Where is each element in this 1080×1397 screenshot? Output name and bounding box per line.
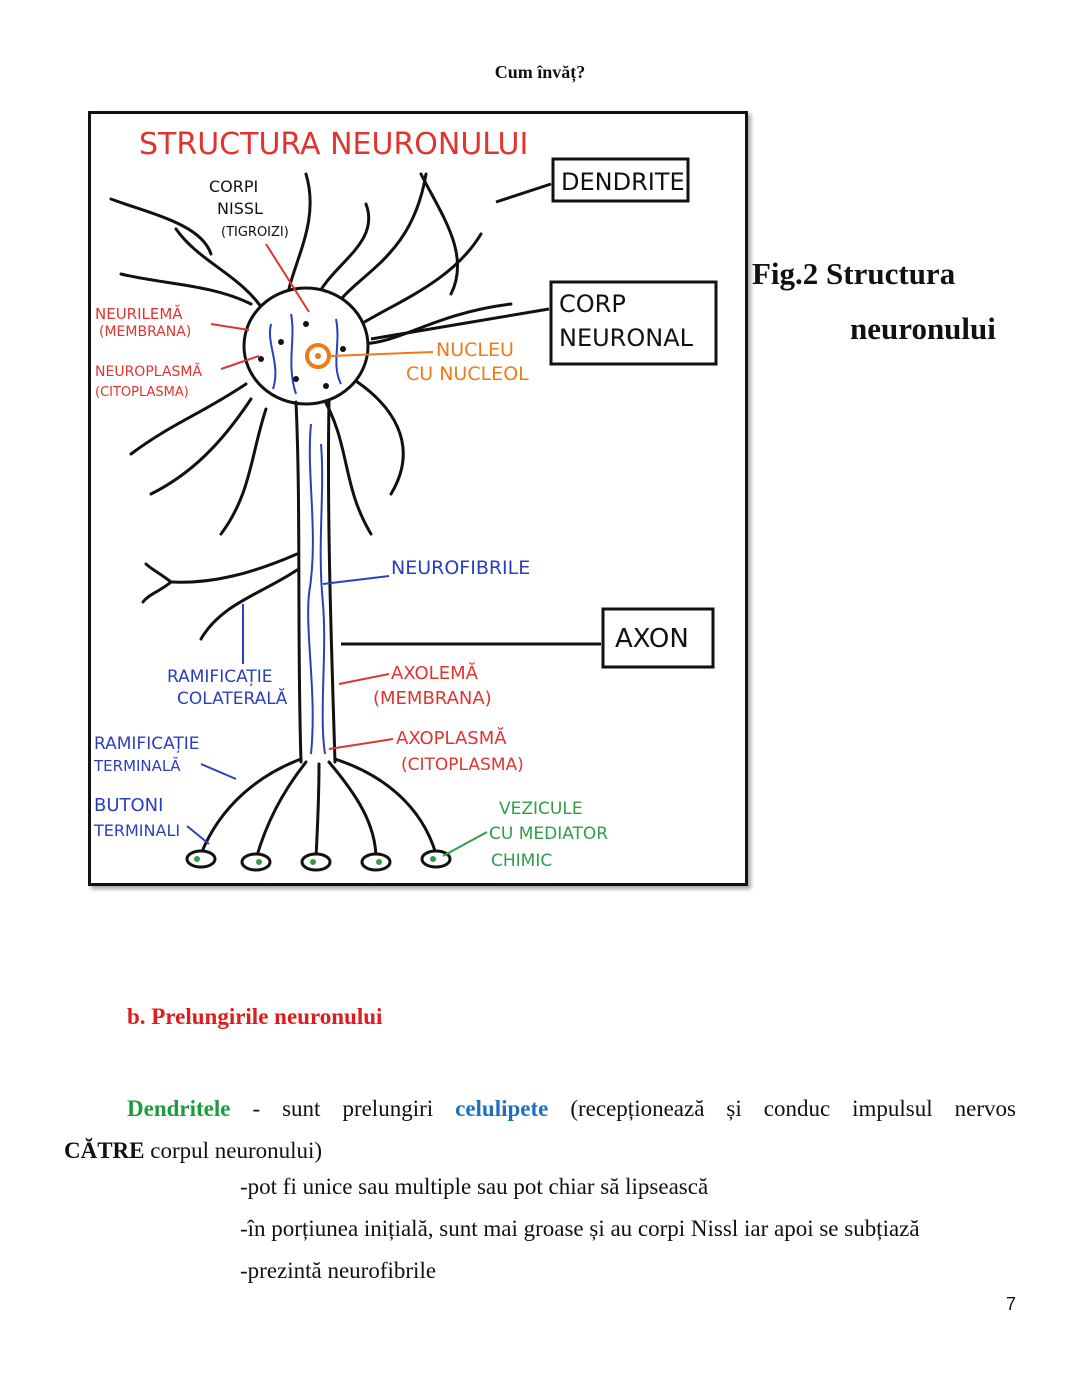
word: (recepționează	[570, 1096, 705, 1121]
butoni-arrow	[186, 825, 210, 845]
word: prelungiri	[342, 1096, 434, 1121]
figure-caption-line2: neuronului	[850, 311, 996, 346]
nucleu-arrow	[330, 351, 434, 357]
axon	[294, 400, 337, 764]
neurilema-arrow	[210, 323, 250, 331]
page-number: 7	[1006, 1294, 1017, 1314]
neuron-drawing: STRUCTURA NEURONULUI	[93, 127, 718, 872]
terminal-buttons	[185, 849, 452, 872]
corp-box	[549, 280, 718, 366]
nissl-bodies	[258, 321, 346, 389]
corp-label-1: CORP	[559, 290, 626, 318]
corp-arrow	[370, 307, 550, 341]
vezicule-label-1: VEZICULE	[499, 799, 583, 819]
vezicule-label-2: CU MEDIATOR	[489, 824, 608, 844]
term-dendritele: Dendritele	[127, 1096, 231, 1121]
neuroplasma-label-1: NEUROPLASMĂ	[95, 362, 202, 380]
bullet-item: -în porțiunea inițială, sunt mai groase …	[240, 1216, 920, 1241]
axon-neurofibrils-2	[319, 443, 326, 755]
figure-caption-line1: Fig.2 Structura	[752, 256, 956, 291]
vesicles	[194, 856, 436, 865]
nucleu-label-2: CU NUCLEOL	[406, 363, 529, 385]
word: nervos	[954, 1096, 1016, 1121]
neuroplasma-label-2: (CITOPLASMA)	[95, 385, 189, 400]
vezicule-arrow	[442, 831, 488, 857]
axoplasma-arrow	[328, 738, 394, 750]
word: sunt	[282, 1096, 321, 1121]
nucleolus	[315, 353, 321, 359]
corpi-label-3: (TIGROIZI)	[221, 225, 289, 240]
paragraph-line-1: Dendritele - sunt prelungiri celulipete …	[64, 1088, 1016, 1130]
axoplasma-label-1: AXOPLASMĂ	[396, 727, 507, 749]
dendrite-label: DENDRITE	[561, 168, 685, 196]
butoni-label-1: BUTONI	[94, 795, 163, 816]
corpi-label-1: CORPI	[209, 177, 258, 196]
ram-term-label-1: RAMIFICAȚIE	[94, 734, 200, 754]
corpi-arrow	[265, 243, 310, 313]
paragraph-line-2: CĂTRE corpul neuronului)	[64, 1130, 1016, 1172]
page-header: Cum învăț?	[494, 62, 586, 82]
collateral-branch	[141, 552, 299, 641]
dendrite-paragraph: Dendritele - sunt prelungiri celulipete …	[64, 1088, 1016, 1172]
axon-neurofibrils	[307, 423, 314, 755]
term-celulipete: celulipete	[455, 1096, 549, 1121]
bullet-item: -prezintă neurofibrile	[240, 1258, 437, 1283]
axolema-arrow	[338, 673, 390, 685]
ram-col-label-2: COLATERALĂ	[177, 687, 288, 709]
word: -	[252, 1096, 261, 1121]
term-catre: CĂTRE	[64, 1138, 145, 1163]
vezicule-label-3: CHIMIC	[491, 851, 552, 871]
butoni-label-2: TERMINALI	[93, 821, 180, 840]
neurofibrile-label: NEUROFIBRILE	[391, 557, 530, 579]
neurofibrile-arrow	[322, 575, 390, 585]
axon-box	[601, 607, 715, 669]
bullet-item: -pot fi unice sau multiple sau pot chiar…	[240, 1174, 709, 1199]
axolema-label-1: AXOLEMĂ	[391, 662, 479, 684]
ram-col-label-1: RAMIFICAȚIE	[167, 667, 273, 687]
section-title: b. Prelungirile neuronului	[127, 1004, 383, 1029]
corpi-label-2: NISSL	[217, 199, 263, 218]
axolema-label-2: (MEMBRANA)	[373, 688, 492, 709]
neurilema-label-2: (MEMBRANA)	[99, 324, 191, 340]
corp-label-2: NEURONAL	[559, 324, 694, 352]
neurofibrils-body	[269, 313, 342, 395]
terminal-branches	[199, 757, 438, 861]
ram-term-arrow	[200, 763, 237, 780]
nucleu-label-1: NUCLEU	[436, 339, 514, 361]
neuroplasma-arrow	[220, 355, 260, 370]
axoplasma-label-2: (CITOPLASMA)	[401, 755, 524, 775]
paragraph-rest: corpul neuronului)	[144, 1138, 323, 1163]
dendrite-arrow	[495, 182, 552, 204]
drawing-title: STRUCTURA NEURONULUI	[139, 127, 528, 162]
ram-term-label-2: TERMINALĂ	[93, 756, 181, 775]
axon-label: AXON	[615, 624, 689, 654]
neurilema-label-1: NEURILEMĂ	[95, 304, 183, 323]
word: și	[726, 1096, 742, 1121]
word: conduc	[763, 1096, 831, 1121]
dendrite-box	[551, 157, 690, 203]
word: impulsul	[852, 1096, 933, 1121]
neuron-figure: STRUCTURA NEURONULUI	[88, 111, 748, 886]
